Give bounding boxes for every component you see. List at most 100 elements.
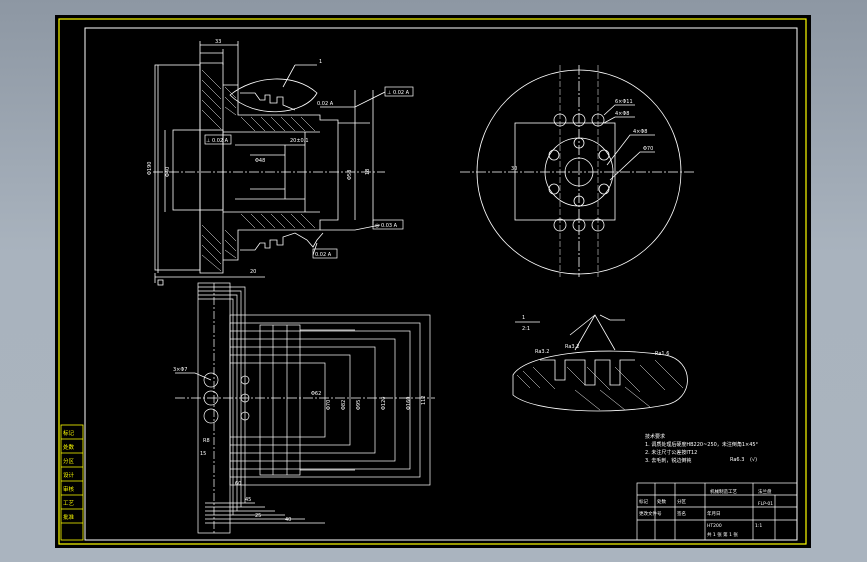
tb-material: HT200: [707, 523, 722, 529]
tb-cell: 处数: [657, 498, 666, 505]
notes-roughness: Ra6.3: [730, 457, 744, 463]
strip-label: 分区: [63, 457, 75, 465]
tb-cell: 年月日: [707, 510, 721, 517]
detail-view: [512, 314, 688, 412]
binding-strip-labels: 标记 处数 分区 设计 审核 工艺 批准: [63, 429, 75, 521]
notes-line: 3. 去毛刺，锐边倒钝: [645, 457, 691, 464]
hole-label: 6×Φ11: [615, 99, 633, 105]
outer-face: [154, 64, 201, 271]
strip-label: 批准: [63, 513, 75, 521]
tolerance-frame: [384, 86, 414, 97]
leader-number: 1: [319, 59, 322, 65]
dim-text: Φ95: [356, 400, 362, 410]
center-rib: [259, 324, 301, 476]
notes-line: 1. 调质处理后硬度HB220~250，未注倒角1×45°: [645, 441, 759, 448]
gear-teeth-upper: [240, 92, 296, 111]
flange-section-view: [153, 41, 386, 286]
strip-label: 审核: [63, 485, 75, 493]
dim-text: 18: [365, 169, 371, 175]
tb-cell: 分区: [677, 498, 686, 505]
dim-text: 20: [250, 269, 256, 275]
strip-label: 标记: [63, 429, 75, 437]
tolerance-text: ◎ 0.03 A: [375, 223, 398, 229]
break-ellipse: [229, 78, 318, 113]
dim-text: Φ40: [165, 167, 171, 177]
binding-strip: [60, 424, 84, 541]
dim-text: 112: [421, 395, 427, 405]
leader: [603, 104, 635, 116]
lower-section-view: [175, 282, 435, 534]
leader: [606, 134, 655, 166]
dim-text: 20±0.1: [290, 138, 309, 144]
dim-text: Φ58: [347, 170, 353, 180]
tb-cell: 标记: [639, 498, 648, 505]
outer-border: [58, 18, 807, 545]
leader: [603, 116, 635, 124]
flange-hub-outline: [223, 84, 339, 261]
roughness-label: Ra1.6: [655, 351, 669, 357]
hub-face: [172, 129, 224, 211]
leader: [282, 64, 296, 88]
roughness-label: Ra3.2: [535, 349, 549, 355]
dim-text: Φ70: [326, 400, 332, 410]
tolerance-text: ⊥ 0.02 A: [206, 138, 229, 144]
roughness-label: Ra3.2: [565, 344, 579, 350]
pcd-label: Φ70: [643, 146, 653, 152]
tb-cell: 更改文件号: [639, 510, 662, 517]
tolerance-frame: [312, 248, 338, 259]
detail-break: [512, 350, 688, 412]
dim-text: 45: [245, 497, 251, 503]
tb-drawing-no: FLP-01: [758, 501, 773, 507]
dim-text: R8: [203, 438, 210, 444]
tb-cell: 签名: [677, 510, 686, 517]
dim-text: 33: [215, 39, 221, 45]
lower-view-text: 3×Φ7 R8 Φ62 Φ70 Φ82 Φ95 Φ120 Φ160 60 45 …: [173, 367, 427, 523]
dim-text: Φ48: [255, 158, 265, 164]
detail-hatch: [516, 359, 684, 411]
top-view-text: 33 ⊥ 0.02 A ⊥ 0.02 A ◎ 0.03 A 0.02 A 0.0…: [147, 39, 410, 275]
title-block-text: 标记 处数 分区 更改文件号 签名 年月日 机械制造工艺 法兰盘 FLP-01 …: [639, 488, 773, 538]
tolerance-frame: [372, 219, 404, 230]
dim-text: Φ190: [147, 162, 153, 175]
strip-label: 处数: [63, 443, 75, 451]
dim-text: Φ120: [381, 397, 387, 410]
tolerance-text: 0.02 A: [315, 252, 332, 258]
detail-text: 1 2:1 Ra3.2 Ra3.2 Ra1.6: [522, 315, 669, 357]
leader: [609, 151, 655, 181]
detail-profile: [540, 359, 635, 386]
tb-part-name: 法兰盘: [758, 488, 772, 495]
leader: [320, 91, 386, 108]
dim-text: 40: [285, 517, 291, 523]
bore-circle: [564, 157, 594, 187]
drawing-sheet: 标记 处数 分区 设计 审核 工艺 批准: [55, 15, 811, 548]
notes-title: 技术要求: [645, 433, 665, 440]
outer-circle: [476, 69, 682, 275]
strip-label: 设计: [63, 471, 75, 479]
hole-label: 4×Φ8: [633, 129, 648, 135]
section-hatch: [201, 69, 316, 272]
holes-label: 3×Φ7: [173, 367, 188, 373]
dim-text: 15: [200, 451, 206, 457]
tolerance-frames: [204, 86, 414, 259]
dim-text: Φ62: [311, 391, 321, 397]
dim-text: 60: [235, 481, 241, 487]
title-block: [636, 482, 798, 541]
detail-ratio: 2:1: [522, 326, 530, 332]
circle-view: [460, 65, 695, 277]
circle-view-text: 6×Φ11 4×Φ8 4×Φ8 Φ70 30: [511, 99, 653, 172]
tb-sheet: 共 1 张 第 1 张: [707, 531, 738, 538]
gear-teeth-lower: [240, 232, 324, 251]
hole-label: 4×Φ8: [615, 111, 630, 117]
tolerance-text: ⊥ 0.02 A: [387, 90, 410, 96]
sheet-background: [55, 15, 811, 548]
inner-border: [84, 27, 798, 541]
technical-notes: 技术要求 1. 调质处理后硬度HB220~250，未注倒角1×45° 2. 未注…: [645, 433, 759, 464]
tolerance-frame: [204, 134, 232, 145]
dim-text: 30: [511, 166, 517, 172]
detail-scale: 1: [522, 315, 525, 321]
notes-remark: (√): [750, 457, 757, 463]
notes-line: 2. 未注尺寸公差按IT12: [645, 449, 697, 456]
tolerance-text: 0.02 A: [317, 101, 334, 107]
datum-box: [157, 279, 164, 286]
dim-text: 25: [255, 513, 261, 519]
